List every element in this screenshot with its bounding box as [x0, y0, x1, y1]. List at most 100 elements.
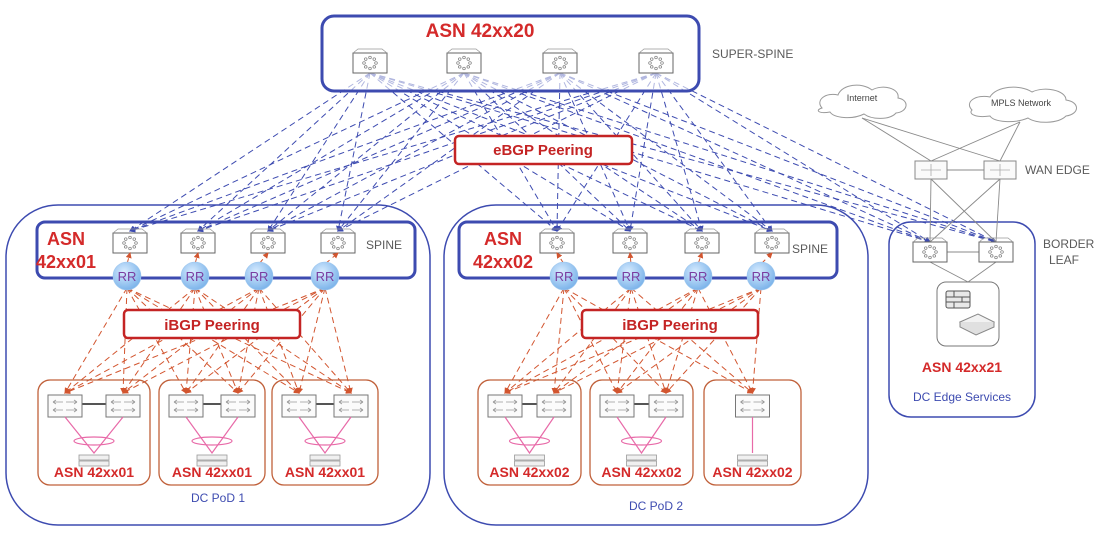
route-reflector: RR [549, 261, 579, 291]
ibgp-link [185, 287, 260, 394]
ebgp-peering-box: eBGP Peering [453, 134, 634, 166]
leaf-group: ASN 42xx01 [158, 379, 266, 486]
route-reflector: RR [244, 261, 274, 291]
ibgp-link [553, 287, 762, 394]
leaf-group: ASN 42xx02 [589, 379, 694, 486]
ibgp-link [126, 287, 300, 394]
ibgp-link [324, 287, 353, 394]
pod1-spine-label: SPINE [366, 238, 402, 252]
rr-label: RR [689, 269, 708, 284]
ibgp-link [504, 287, 762, 394]
pod1-spine-group: ASN 42xx01 SPINE [35, 220, 417, 280]
pod1-spine-switch [320, 228, 356, 254]
ibgp-link [630, 287, 754, 394]
ibgp-link [553, 287, 632, 394]
leaf-group-asn: ASN 42xx02 [489, 464, 569, 480]
leaf-group: ASN 42xx02 [477, 379, 582, 486]
pod2-spine-switch [754, 228, 790, 254]
firewall-icon [945, 290, 971, 309]
pod1-spine-switch [250, 228, 286, 254]
leaf-group: ASN 42xx01 [271, 379, 379, 486]
super-spine-switch [638, 48, 674, 74]
ibgp-link [122, 287, 326, 394]
ebgp-link [197, 72, 465, 232]
mpls-cloud: MPLS Network [968, 86, 1077, 123]
ibgp-link [553, 287, 699, 394]
edge-services-name: DC Edge Services [913, 390, 1011, 404]
pod2-ibgp-peering-label: iBGP Peering [622, 317, 718, 334]
rr-label: RR [316, 269, 335, 284]
ibgp-link [64, 287, 128, 394]
ebgp-link [554, 72, 561, 232]
leaf-switch [599, 394, 635, 418]
super-spine-asn: ASN 42xx20 [426, 21, 535, 42]
ibgp-link [504, 287, 699, 394]
ibgp-link [237, 287, 326, 394]
ebgp-link [559, 72, 773, 232]
ebgp-link [369, 72, 997, 244]
leaf-switch [648, 394, 684, 418]
leaf-group-asn: ASN 42xx02 [712, 464, 792, 480]
ibgp-link [64, 287, 196, 394]
ibgp-link [297, 287, 326, 394]
rr-label: RR [250, 269, 269, 284]
pod2-spine-asn-line2: 42xx02 [473, 252, 533, 272]
internet-cloud: Internet [817, 84, 907, 119]
ibgp-link [236, 287, 260, 394]
ibgp-links [64, 287, 762, 394]
pod1-ibgp-peering-label: iBGP Peering [164, 317, 260, 334]
ebgp-link [197, 72, 657, 233]
ibgp-link [563, 287, 667, 394]
super-spine-switch [352, 48, 388, 74]
leaf-group-asn: ASN 42xx01 [172, 464, 252, 480]
leaf-switch [735, 394, 770, 418]
leaf-switch [47, 394, 83, 418]
pod2-spine-asn-line1: ASN [484, 229, 522, 249]
ebgp-link [655, 72, 931, 243]
leaf-group: ASN 42xx02 [703, 379, 802, 486]
leaf-switch [220, 394, 256, 418]
ibgp-link [64, 287, 260, 394]
route-reflector: RR [746, 261, 776, 291]
ebgp-peering-label: eBGP Peering [493, 142, 593, 159]
ebgp-link [655, 72, 704, 232]
ibgp-link [630, 287, 668, 394]
pod1-spine-asn-line2: 42xx01 [36, 252, 96, 272]
rr-label: RR [186, 269, 205, 284]
leaf-group-asn: ASN 42xx01 [54, 464, 134, 480]
server-icon [309, 454, 341, 467]
border-leaf-switch [912, 237, 948, 263]
ebgp-link [129, 72, 657, 233]
leaf-switch [333, 394, 369, 418]
pod2-name: DC PoD 2 [629, 499, 683, 513]
super-spine-switch [542, 48, 578, 74]
ebgp-link [129, 72, 371, 232]
ibgp-link [126, 287, 352, 394]
server-icon [78, 454, 110, 467]
pod2-spine-switch [684, 228, 720, 254]
ibgp-link [563, 287, 618, 394]
pod2-spine-switch [612, 228, 648, 254]
ibgp-link [258, 287, 301, 394]
leaf-switch [168, 394, 204, 418]
ibgp-link [504, 287, 565, 394]
ebgp-link [463, 72, 931, 244]
wan-edge-router [914, 160, 948, 180]
super-spine-switch [446, 48, 482, 74]
route-reflector: RR [683, 261, 713, 291]
ebgp-link [655, 72, 997, 243]
pod1-spine-switch [112, 228, 148, 254]
pod2-spine-switch [539, 228, 575, 254]
lag-bundle-icon [304, 436, 346, 446]
ibgp-link [194, 287, 352, 394]
pod1-name: DC PoD 1 [191, 491, 245, 505]
ibgp-link [749, 287, 762, 394]
super-spine-group: ASN 42xx20 SUPER-SPINE [320, 14, 793, 93]
ibgp-link [122, 287, 196, 394]
pod1-spine-switch [180, 228, 216, 254]
rr-label: RR [555, 269, 574, 284]
ibgp-link [665, 287, 762, 394]
ebgp-link [559, 72, 631, 232]
rr-label: RR [752, 269, 771, 284]
ebgp-link [129, 72, 561, 233]
